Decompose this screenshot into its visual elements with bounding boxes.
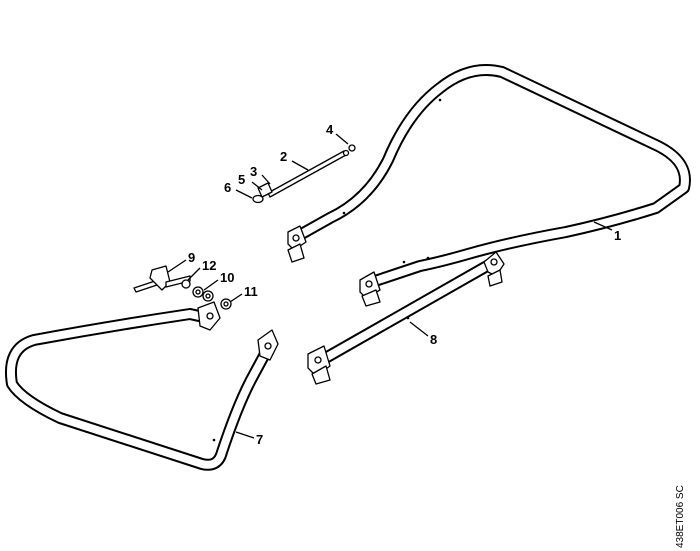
callout-12: 12 — [202, 258, 216, 273]
callout-2: 2 — [280, 149, 287, 164]
nut-pair — [192, 286, 214, 302]
nut — [220, 298, 232, 310]
callout-11: 11 — [244, 284, 258, 299]
end-cap — [252, 194, 264, 204]
callout-4: 4 — [326, 122, 334, 137]
callout-5: 5 — [238, 172, 245, 187]
leader-lines — [167, 133, 613, 439]
handle-frame-small — [5, 301, 279, 471]
callout-6: 6 — [224, 180, 231, 195]
callout-10: 10 — [220, 270, 234, 285]
callout-labels: 1 2 3 4 5 6 7 8 9 12 10 11 — [188, 122, 621, 447]
handle-frame-large — [287, 64, 691, 307]
callout-9: 9 — [188, 250, 195, 265]
wing-bolt — [133, 265, 191, 293]
connecting-rod — [267, 149, 350, 198]
callout-3: 3 — [250, 164, 257, 179]
callout-7: 7 — [256, 432, 263, 447]
cross-bar — [307, 251, 505, 385]
reference-code: 438ET006 SC — [675, 485, 686, 548]
callout-8: 8 — [430, 332, 437, 347]
sleeve — [257, 182, 273, 198]
ball-end — [348, 144, 356, 152]
washer — [181, 279, 191, 289]
callout-1: 1 — [614, 228, 621, 243]
